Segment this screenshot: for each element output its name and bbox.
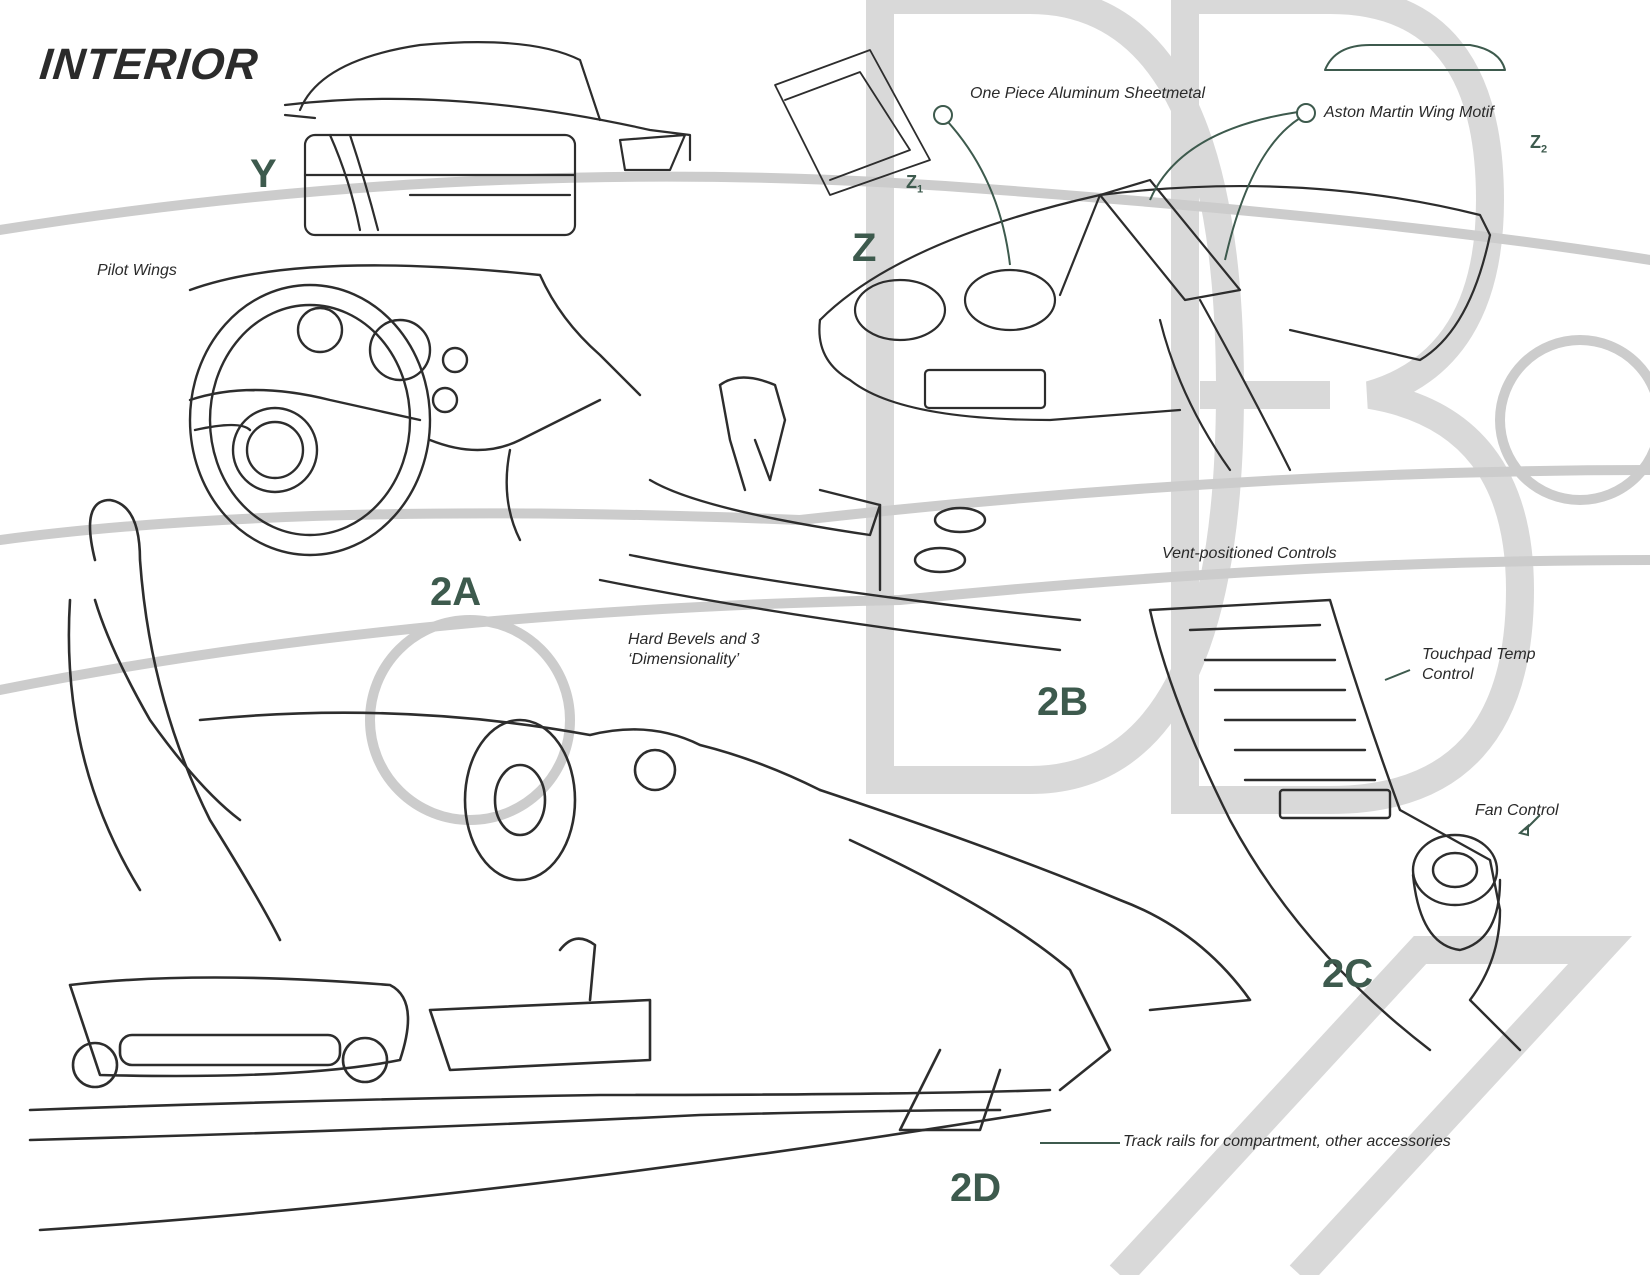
sketch-label-z1-letter: Z bbox=[906, 172, 917, 192]
sketch-label-2b: 2B bbox=[1037, 680, 1089, 724]
annotation-wing-motif: Aston Martin Wing Motif bbox=[1324, 104, 1494, 121]
sketch-label-z2-letter: Z bbox=[1530, 132, 1541, 152]
annotation-track-rails: Track rails for compartment, other acces… bbox=[1123, 1133, 1451, 1150]
gear-shifter-sketch bbox=[598, 376, 1082, 652]
sketch-label-2a: 2A bbox=[430, 570, 482, 614]
annotation-vent-controls: Vent-positioned Controls bbox=[1162, 545, 1337, 562]
annotation-touchpad-line1: Touchpad Temp bbox=[1422, 646, 1536, 663]
annotation-touchpad-line2: Control bbox=[1422, 666, 1474, 683]
annotation-hard-bevels-line2: ‘Dimensionality’ bbox=[628, 651, 740, 668]
z2-outline bbox=[1324, 44, 1506, 71]
sketch-label-z2-sub: 2 bbox=[1541, 143, 1548, 156]
full-interior-sketch bbox=[28, 498, 1252, 1232]
sketch-label-2d: 2D bbox=[950, 1166, 1002, 1210]
watermark-monogram bbox=[866, 0, 1632, 1275]
vent-controls-sketch bbox=[1148, 598, 1522, 1052]
annotation-hard-bevels-line1: Hard Bevels and 3 bbox=[628, 631, 760, 648]
sketch-label-z1: Z1 bbox=[906, 172, 923, 196]
annotation-touchpad-temp: Touchpad Temp Control bbox=[1422, 645, 1622, 685]
annotation-hard-bevels: Hard Bevels and 3 ‘Dimensionality’ bbox=[628, 630, 848, 670]
background-car-silhouette bbox=[0, 171, 1650, 825]
page-title: INTERIOR bbox=[37, 40, 261, 89]
dashboard-front-view bbox=[283, 41, 692, 237]
sketch-label-y: Y bbox=[250, 152, 277, 196]
z1-panel bbox=[774, 49, 931, 196]
annotation-aluminum-sheetmetal: One Piece Aluminum Sheetmetal bbox=[970, 85, 1206, 102]
annotation-fan-control: Fan Control bbox=[1475, 802, 1559, 819]
sketch-label-z: Z bbox=[852, 226, 877, 270]
sketch-label-2c: 2C bbox=[1322, 952, 1374, 996]
steering-wheel-sketch bbox=[188, 264, 642, 557]
annotation-pilot-wings: Pilot Wings bbox=[97, 262, 177, 279]
sketch-label-z1-sub: 1 bbox=[917, 183, 924, 196]
sketch-label-z2: Z2 bbox=[1530, 132, 1547, 156]
sketch-lines bbox=[28, 41, 1522, 1232]
callout-leaders bbox=[933, 103, 1541, 1144]
dashboard-perspective bbox=[818, 178, 1492, 472]
